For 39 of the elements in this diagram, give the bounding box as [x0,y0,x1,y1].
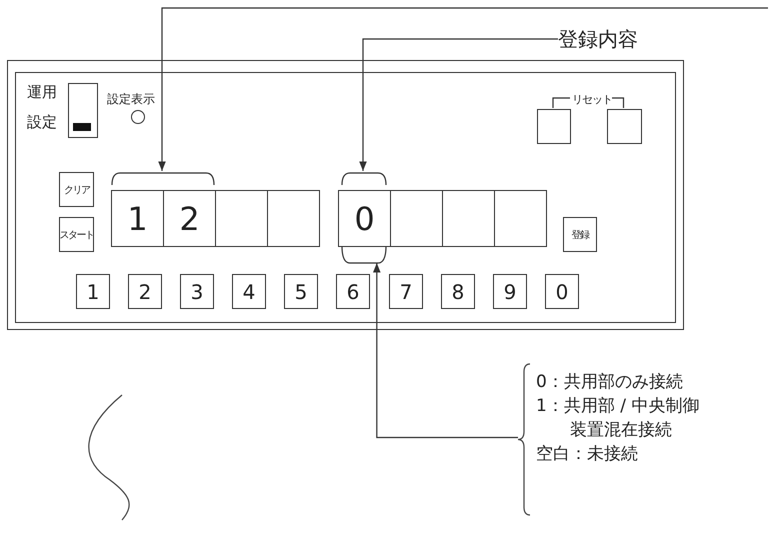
callout-label: 登録内容 [558,26,668,52]
leader-line [552,97,570,108]
bracket [341,172,387,185]
number-key: 7 [389,274,423,309]
indicator-label: 設定表示 [107,91,155,108]
display-digit: 1 [111,190,164,247]
number-key: 1 [76,274,110,309]
note-text: 空白：未接続 [536,443,639,466]
push-button: スタート [59,217,94,252]
display-window [215,190,268,247]
display-window [494,190,547,247]
number-key: 0 [545,274,579,309]
number-key: 5 [284,274,318,309]
leader-line [612,97,624,108]
display-digit: 0 [338,190,391,247]
arrow [359,38,558,171]
number-key: 6 [336,274,370,309]
switch-label: 設定 [27,113,57,132]
switch-label: 運用 [27,83,57,102]
display-window [267,190,320,247]
push-button: 登録 [563,217,597,252]
number-key: 9 [493,274,527,309]
number-key: 3 [180,274,214,309]
arrow [158,7,768,171]
bracket [111,172,215,185]
number-key: 8 [441,274,475,309]
note-text: 0：共用部のみ接続 [536,371,684,394]
number-key: 4 [232,274,266,309]
number-key: 2 [128,274,162,309]
arrow [372,263,518,438]
push-button: クリア [59,172,94,207]
note-text: 1：共用部 / 中央制御装置混在接続 [536,395,700,442]
button-label: リセット [571,90,613,108]
display-window [390,190,443,247]
bracket [341,246,387,264]
display-digit: 2 [163,190,216,247]
reset-button [607,109,642,144]
reset-button [537,109,571,144]
display-window [442,190,495,247]
